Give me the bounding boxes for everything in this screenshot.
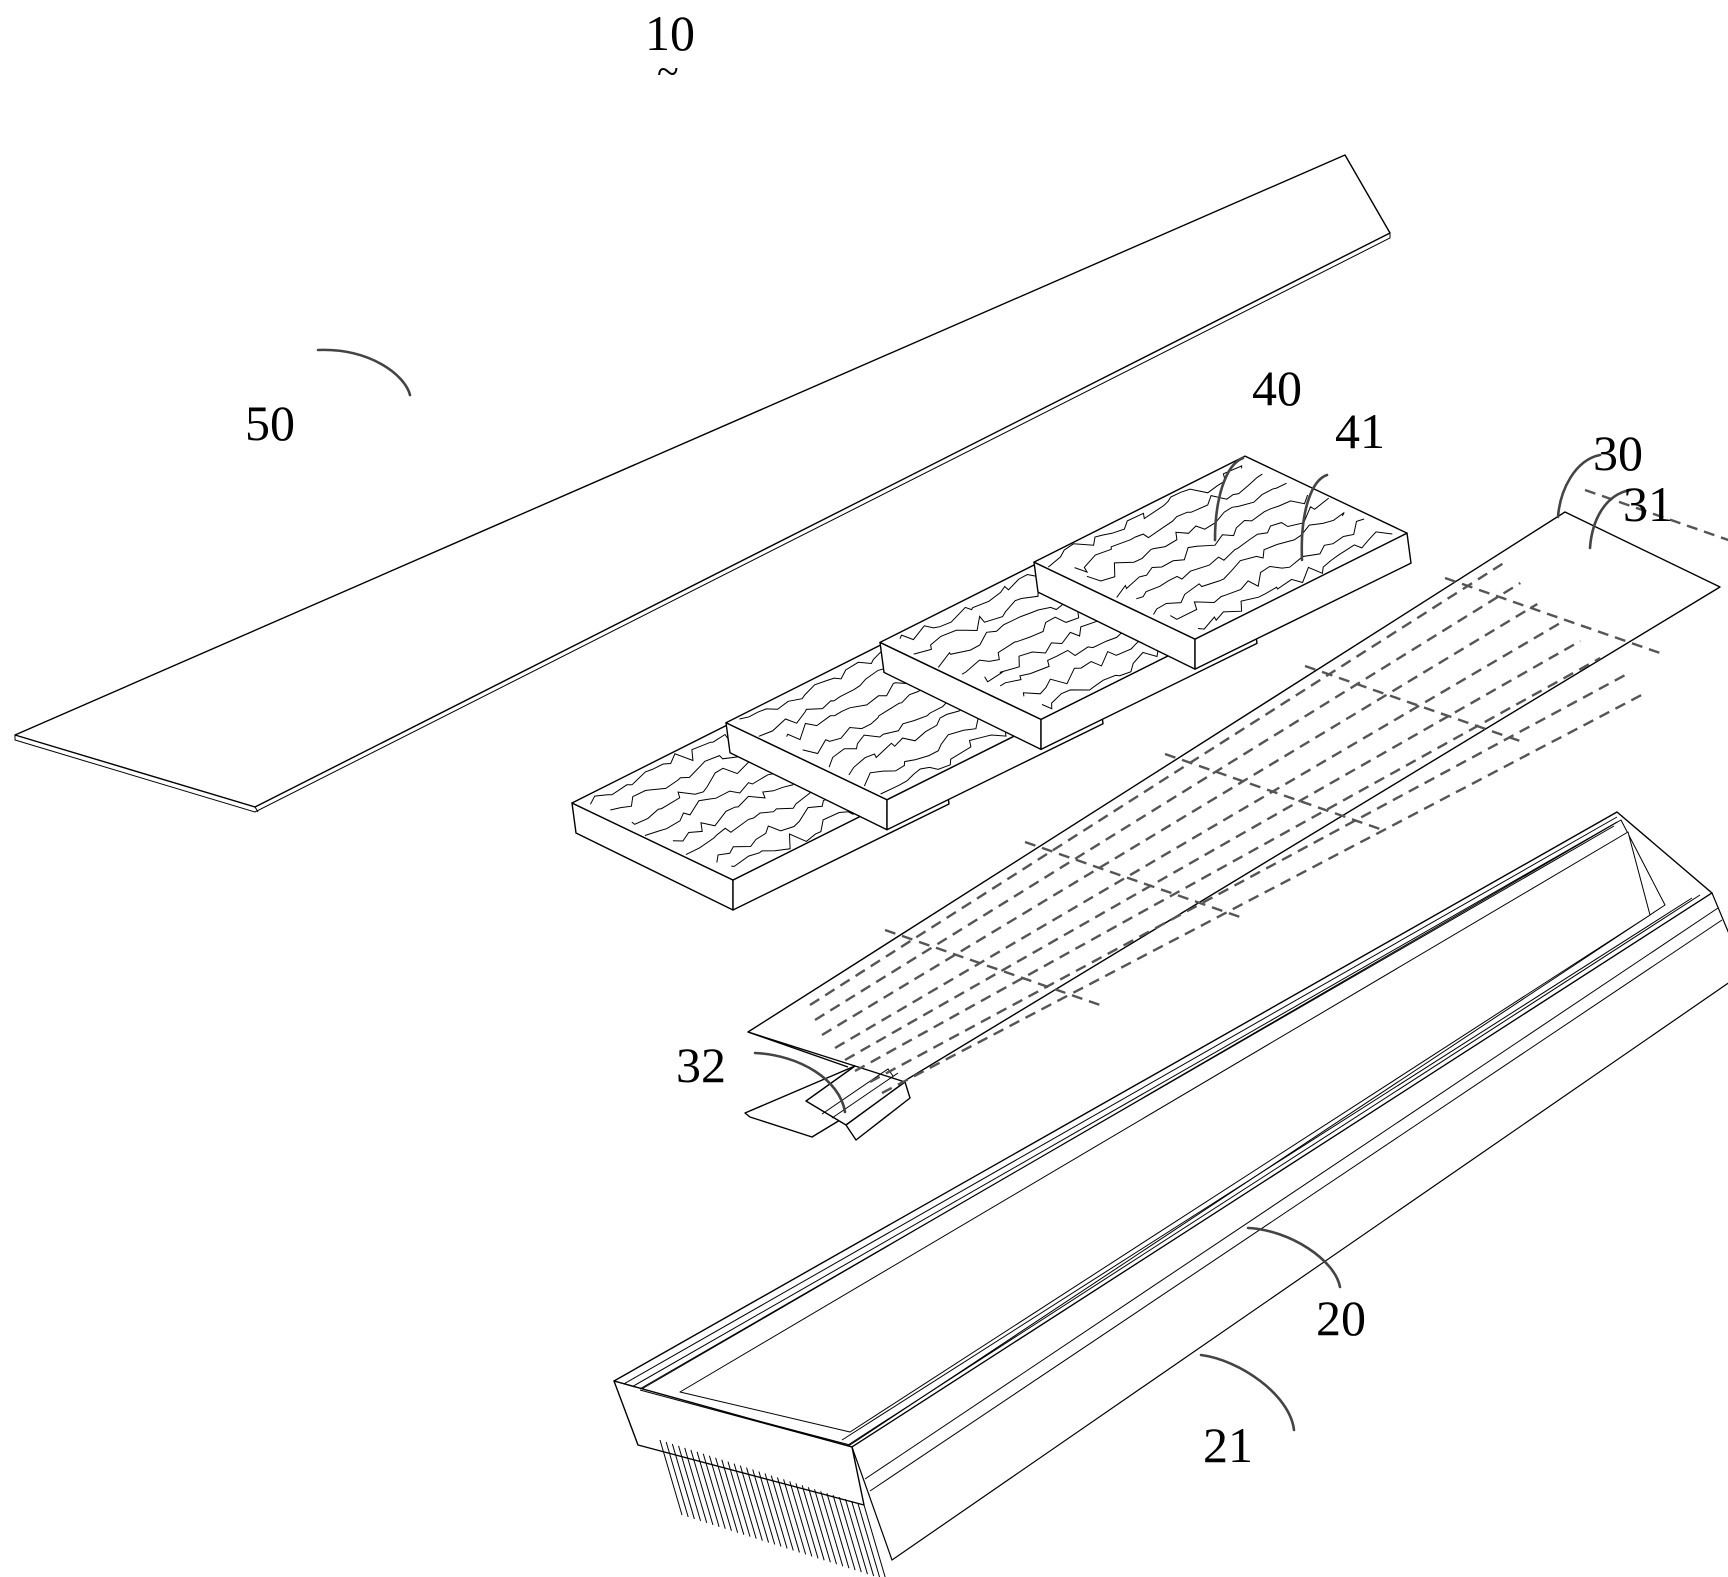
flex-sheet xyxy=(744,511,1721,1141)
fin xyxy=(696,1451,720,1527)
texture-stroke xyxy=(1197,531,1393,630)
fin xyxy=(801,1485,825,1561)
fin xyxy=(783,1479,807,1555)
fin xyxy=(814,1489,838,1565)
fin xyxy=(727,1461,751,1537)
fin xyxy=(739,1465,763,1541)
flex-sheet-callouts: 30 31 32 xyxy=(676,425,1673,1114)
fin xyxy=(764,1473,788,1549)
cover-plate-callout: 50 xyxy=(245,348,412,451)
conductor-line xyxy=(809,560,1506,1007)
connector-tab xyxy=(805,1065,911,1141)
texture-stroke xyxy=(1136,497,1330,600)
fin xyxy=(832,1495,856,1571)
housing xyxy=(613,811,1728,1561)
fin xyxy=(851,1500,875,1577)
fin xyxy=(733,1463,757,1539)
flex-sheet-label: 30 xyxy=(1593,425,1643,481)
fin xyxy=(671,1443,695,1520)
assembly-tilde-mark: ~ xyxy=(657,49,679,94)
assembly-label: 10 xyxy=(645,5,695,61)
fin xyxy=(746,1467,770,1543)
texture-stroke xyxy=(1170,518,1365,620)
fin xyxy=(721,1459,745,1535)
fin xyxy=(684,1447,708,1524)
fin xyxy=(752,1469,776,1545)
housing-side-label: 21 xyxy=(1203,1417,1253,1473)
fin xyxy=(665,1441,689,1518)
housing-side-leader-line xyxy=(1199,1353,1296,1432)
connector-tab-label: 32 xyxy=(676,1037,726,1093)
fin xyxy=(776,1477,800,1553)
cross-line xyxy=(1584,488,1728,542)
cover-leader-line xyxy=(316,348,412,397)
conductor-line xyxy=(844,639,1581,1062)
module-callouts: 40 41 xyxy=(1213,360,1385,562)
fin xyxy=(770,1475,794,1551)
fin xyxy=(826,1493,850,1569)
cover-label: 50 xyxy=(245,395,295,451)
texture-stroke xyxy=(1047,465,1243,568)
texture-stroke xyxy=(1086,482,1287,582)
fin xyxy=(838,1496,862,1573)
module-4 xyxy=(1033,455,1412,670)
fin xyxy=(702,1453,726,1529)
module-group xyxy=(571,455,1412,911)
texture-stroke xyxy=(1116,494,1309,598)
conductor-line xyxy=(814,581,1521,1022)
housing-leader-line xyxy=(1246,1226,1342,1289)
housing-callouts: 20 21 xyxy=(1199,1226,1366,1473)
fin xyxy=(820,1491,844,1567)
conductor-line xyxy=(821,602,1538,1037)
connector-tab-leader-line xyxy=(753,1051,847,1114)
housing-label: 20 xyxy=(1316,1290,1366,1346)
assembly-reference: 10 ~ xyxy=(645,5,695,94)
fin xyxy=(659,1439,683,1516)
texture-stroke xyxy=(1074,473,1263,574)
flex-lines-leader-line xyxy=(1588,488,1632,550)
module-label: 40 xyxy=(1252,360,1302,416)
cross-line xyxy=(884,928,1101,1007)
fin xyxy=(690,1449,714,1525)
cross-line xyxy=(1164,752,1381,831)
cover-plate xyxy=(14,154,1391,813)
module-top-face xyxy=(1033,455,1408,640)
module-leader-line xyxy=(1213,456,1245,542)
fin xyxy=(678,1445,702,1522)
fin xyxy=(789,1481,813,1557)
conductor-line xyxy=(834,621,1561,1050)
cross-line xyxy=(1024,840,1241,919)
flex-conductor-lines xyxy=(809,488,1728,1095)
fin xyxy=(795,1483,819,1559)
cross-line xyxy=(1304,664,1521,743)
fin xyxy=(715,1457,739,1533)
fin xyxy=(758,1471,782,1547)
fin xyxy=(807,1487,831,1563)
module-texture-label: 41 xyxy=(1335,403,1385,459)
module-texture-pattern xyxy=(1047,465,1393,630)
flex-sheet-leader-line xyxy=(1556,453,1602,519)
flex-lines-label: 31 xyxy=(1623,476,1673,532)
texture-stroke xyxy=(1153,512,1345,615)
fin xyxy=(708,1455,732,1531)
heat-sink-fins xyxy=(659,1439,886,1577)
module-texture-leader-line xyxy=(1300,473,1329,562)
fin xyxy=(857,1502,881,1577)
fin xyxy=(863,1504,886,1577)
fin xyxy=(844,1498,868,1575)
cross-line xyxy=(1444,576,1661,655)
